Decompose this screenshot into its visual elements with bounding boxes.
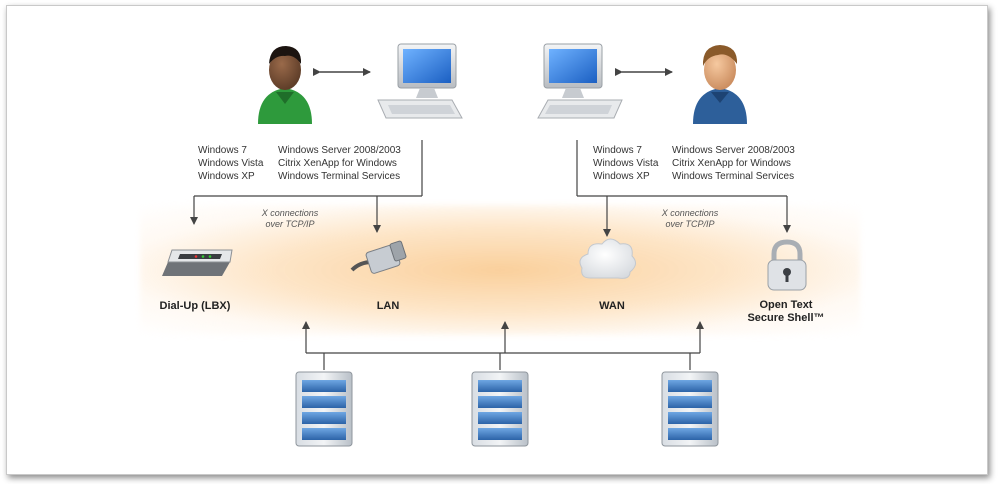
connection-label-line: over TCP/IP	[265, 219, 315, 229]
user-blue-shirt-icon	[693, 45, 747, 124]
connection-label-line: X connections	[661, 208, 719, 218]
connection-label-line: over TCP/IP	[665, 219, 715, 229]
connection-label-line: X connections	[261, 208, 319, 218]
left-desktop-os-list: Windows 7 Windows Vista Windows XP	[198, 144, 263, 183]
desktop-computer-icon	[377, 43, 463, 119]
lan-label: LAN	[376, 300, 400, 312]
ssh-label-line: Open Text	[759, 299, 813, 311]
os-item: Windows Vista	[198, 158, 264, 169]
os-item: Windows 7	[593, 145, 642, 156]
right-desktop-os-list: Windows 7 Windows Vista Windows XP	[593, 144, 658, 183]
network-glow-band	[140, 205, 860, 335]
cloud-icon	[579, 238, 636, 279]
os-item: Windows Terminal Services	[672, 171, 795, 182]
os-item: Windows Vista	[593, 158, 659, 169]
dialup-label: Dial-Up (LBX)	[159, 300, 231, 312]
os-item: Windows 7	[198, 145, 247, 156]
connection-label-right: X connections over TCP/IP	[650, 208, 730, 230]
server-tower-icon	[661, 371, 719, 447]
wan-label: WAN	[599, 300, 625, 312]
connection-label-left: X connections over TCP/IP	[250, 208, 330, 230]
os-item: Windows Server 2008/2003	[278, 145, 401, 156]
right-server-os-list: Windows Server 2008/2003 Citrix XenApp f…	[672, 144, 795, 183]
ssh-label: Open Text Secure Shell™	[736, 299, 836, 325]
os-item: Citrix XenApp for Windows	[672, 158, 791, 169]
os-item: Windows Server 2008/2003	[672, 145, 795, 156]
server-tower-icon	[471, 371, 529, 447]
padlock-icon	[767, 239, 807, 291]
os-item: Windows XP	[593, 171, 650, 182]
os-item: Citrix XenApp for Windows	[278, 158, 397, 169]
os-item: Windows XP	[198, 171, 255, 182]
os-item: Windows Terminal Services	[278, 171, 401, 182]
modem-icon	[162, 249, 233, 276]
desktop-computer-icon	[537, 43, 623, 119]
user-green-shirt-icon	[258, 46, 312, 124]
network-plug-icon	[350, 240, 407, 274]
left-server-os-list: Windows Server 2008/2003 Citrix XenApp f…	[278, 144, 401, 183]
server-tower-icon	[295, 371, 353, 447]
ssh-label-line: Secure Shell™	[747, 312, 825, 324]
